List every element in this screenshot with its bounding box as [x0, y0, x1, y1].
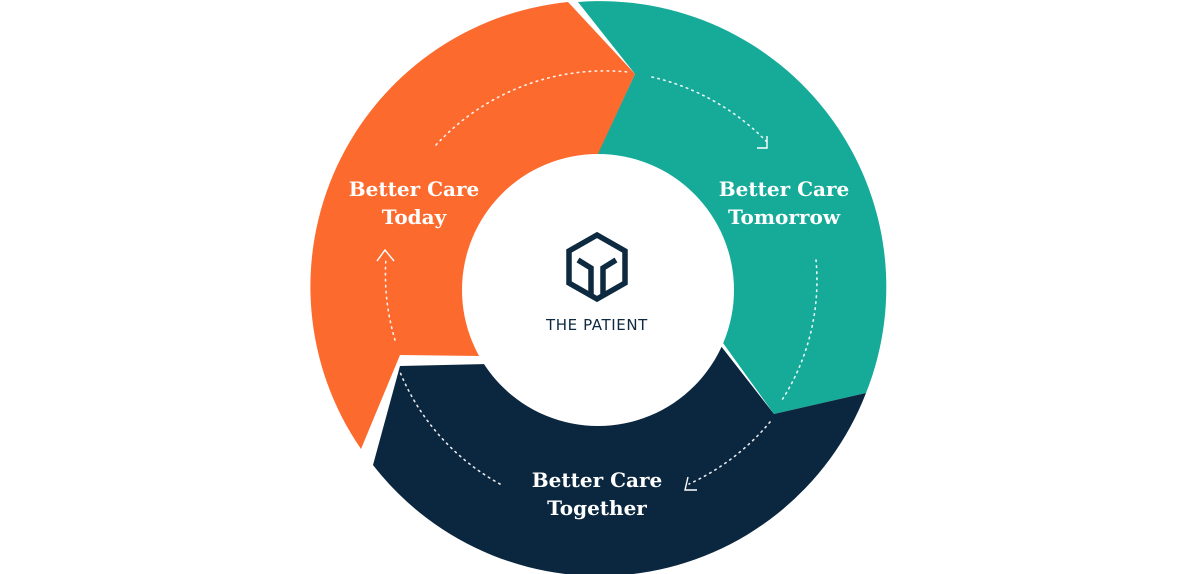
center-circle — [462, 154, 734, 426]
arrowhead-today — [376, 248, 395, 262]
label-today-line1: Better Care — [349, 177, 479, 201]
label-today-line2: Today — [382, 205, 448, 229]
label-tomorrow-line2: Tomorrow — [728, 205, 841, 229]
segment-today — [310, 2, 635, 449]
arrowhead-together — [684, 476, 697, 491]
center-label: THE PATIENT — [545, 316, 648, 334]
label-together-line2: Together — [547, 496, 647, 520]
flow-arc-tomorrow — [651, 76, 768, 143]
flow-arc-left-bottom — [399, 371, 501, 485]
flow-arc-top — [435, 70, 629, 146]
hexagon-logo-icon — [566, 231, 628, 303]
label-together-line1: Better Care — [532, 468, 662, 492]
segment-tomorrow — [578, 1, 887, 415]
flow-arrows — [376, 70, 818, 491]
cycle-segments — [310, 1, 887, 574]
label-tomorrow-line1: Better Care — [719, 177, 849, 201]
arrowhead-tomorrow — [757, 136, 768, 149]
flow-arc-right — [781, 259, 818, 401]
segment-together — [373, 341, 866, 574]
flow-arc-today — [384, 257, 396, 341]
